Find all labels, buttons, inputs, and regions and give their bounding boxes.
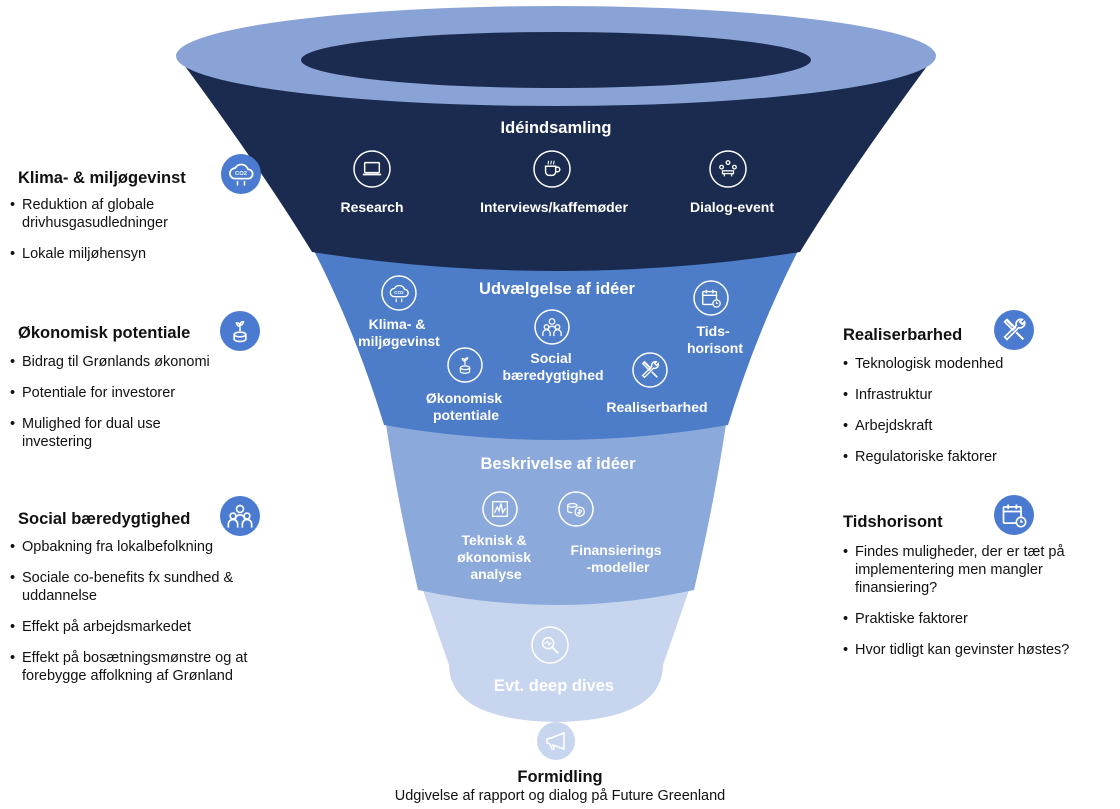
- megaphone-icon: [537, 722, 575, 760]
- funnel-stage-3: [384, 410, 728, 605]
- panel-social-bullet-2: Sociale co-benefits fx sundhed & uddanne…: [10, 569, 292, 605]
- panel-realiserbarhed-bullet-4: Regulatoriske faktorer: [843, 448, 1103, 466]
- co2-cloud-badge-icon: [221, 154, 261, 194]
- criterion-tidshorisont: Tids- horisont: [687, 323, 743, 356]
- panel-okonomisk-title: Økonomisk potentiale: [18, 324, 191, 342]
- panel-realiserbarhed-bullets: Teknologisk modenhed Infrastruktur Arbej…: [843, 355, 1103, 466]
- panel-realiserbarhed: Realiserbarhed Teknologisk modenhed Infr…: [843, 326, 1103, 479]
- meeting-icon: [709, 150, 747, 188]
- coffee-icon: [533, 150, 571, 188]
- panel-okonomisk-bullet-2: Potentiale for investorer: [10, 384, 280, 402]
- formidling-title: Formidling: [517, 768, 603, 786]
- panel-realiserbarhed-title: Realiserbarhed: [843, 326, 963, 344]
- criterion-realiserbarhed: Realiserbarhed: [606, 399, 707, 415]
- criterion-okonomisk-line-1: Økonomisk: [426, 390, 502, 406]
- panel-realiserbarhed-bullet-2: Infrastruktur: [843, 386, 1103, 404]
- deep-dive-search-icon: [531, 626, 569, 664]
- research-icon: [353, 150, 391, 188]
- criterion-social: Social bæredygtighed: [502, 350, 603, 383]
- coin-plant-badge-icon: [220, 311, 260, 351]
- criterion-klima-line-2: miljøgevinst: [358, 333, 440, 349]
- tools-icon: [632, 352, 668, 388]
- co2-cloud-icon: [381, 275, 417, 311]
- criterion-klima: Klima- & miljøgevinst: [358, 316, 440, 349]
- calendar-clock-badge-icon: [994, 495, 1034, 535]
- criterion-social-line-2: bæredygtighed: [502, 367, 603, 383]
- panel-social-title: Social bæredygtighed: [18, 510, 191, 528]
- stage1-item-interviews: Interviews/kaffemøder: [480, 199, 628, 215]
- panel-realiserbarhed-bullet-3: Arbejdskraft: [843, 417, 1103, 435]
- panel-social-bullet-1: Opbakning fra lokalbefolkning: [10, 538, 310, 556]
- stage3-item-analyse: Teknisk & økonomisk analyse: [457, 532, 535, 582]
- calendar-clock-icon: [693, 280, 729, 316]
- panel-tidshorisont-title: Tidshorisont: [843, 513, 943, 531]
- panel-okonomisk-bullets: Bidrag til Grønlands økonomi Potentiale …: [10, 353, 280, 451]
- chart-analysis-icon: [482, 491, 518, 527]
- panel-tidshorisont: Tidshorisont Findes muligheder, der er t…: [843, 513, 1113, 672]
- criterion-okonomisk-line-2: potentiale: [433, 407, 499, 423]
- panel-klima: Klima- & miljøgevinst Reduktion af globa…: [10, 169, 270, 276]
- panel-tidshorisont-bullets: Findes muligheder, der er tæt på impleme…: [843, 543, 1113, 659]
- money-coins-icon: [558, 491, 594, 527]
- criterion-social-line-1: Social: [530, 350, 571, 366]
- stage3-item-analyse-line-1: Teknisk &: [462, 532, 527, 548]
- stage3-item-finansiering-line-1: Finansierings: [571, 542, 662, 558]
- stage1-item-dialog: Dialog-event: [690, 199, 774, 215]
- formidling-block: Formidling Udgivelse af rapport og dialo…: [0, 768, 1120, 804]
- stage3-item-analyse-line-3: analyse: [470, 566, 522, 582]
- panel-okonomisk-bullet-3: Mulighed for dual use investering: [10, 415, 212, 451]
- panel-klima-bullet-2: Lokale miljøhensyn: [10, 245, 270, 263]
- stage3-item-finansiering: Finansierings -modeller: [571, 542, 666, 575]
- panel-tidshorisont-bullet-2: Praktiske faktorer: [843, 610, 1113, 628]
- formidling-subtitle: Udgivelse af rapport og dialog på Future…: [394, 788, 726, 804]
- panel-tidshorisont-bullet-1: Findes muligheder, der er tæt på impleme…: [843, 543, 1105, 597]
- people-group-badge-icon: [220, 496, 260, 536]
- panel-social: Social bæredygtighed Opbakning fra lokal…: [10, 510, 310, 698]
- stage1-item-research: Research: [340, 199, 403, 215]
- criterion-klima-line-1: Klima- &: [369, 316, 426, 332]
- panel-tidshorisont-bullet-3: Hvor tidligt kan gevinster høstes?: [843, 641, 1113, 659]
- funnel-stage-4: [418, 576, 694, 722]
- criterion-tidshorisont-line-1: Tids-: [696, 323, 730, 339]
- stage3-item-analyse-line-2: økonomisk: [457, 549, 531, 565]
- tools-badge-icon: [994, 310, 1034, 350]
- panel-okonomisk-bullet-1: Bidrag til Grønlands økonomi: [10, 353, 280, 371]
- funnel-stage-1: [176, 54, 936, 271]
- coin-plant-icon: [447, 347, 483, 383]
- panel-klima-bullets: Reduktion af globale drivhusgasudledning…: [10, 196, 270, 263]
- stage3-title: Beskrivelse af idéer: [480, 455, 636, 473]
- panel-social-bullet-4: Effekt på bosætningsmønstre og at foreby…: [10, 649, 312, 685]
- people-group-icon: [534, 309, 570, 345]
- panel-okonomisk: Økonomisk potentiale Bidrag til Grønland…: [10, 324, 280, 464]
- stage4-title: Evt. deep dives: [494, 677, 614, 695]
- stage1-title: Idéindsamling: [501, 119, 612, 137]
- panel-social-bullet-3: Effekt på arbejdsmarkedet: [10, 618, 310, 636]
- panel-social-bullets: Opbakning fra lokalbefolkning Sociale co…: [10, 538, 310, 685]
- criterion-tidshorisont-line-2: horisont: [687, 340, 743, 356]
- stage3-item-finansiering-line-2: -modeller: [586, 559, 650, 575]
- stage2-title: Udvælgelse af idéer: [479, 280, 635, 298]
- panel-klima-title: Klima- & miljøgevinst: [18, 169, 186, 187]
- funnel-opening: [301, 32, 811, 88]
- criterion-okonomisk: Økonomisk potentiale: [426, 390, 506, 423]
- panel-klima-bullet-1: Reduktion af globale drivhusgasudledning…: [10, 196, 222, 232]
- panel-realiserbarhed-bullet-1: Teknologisk modenhed: [843, 355, 1103, 373]
